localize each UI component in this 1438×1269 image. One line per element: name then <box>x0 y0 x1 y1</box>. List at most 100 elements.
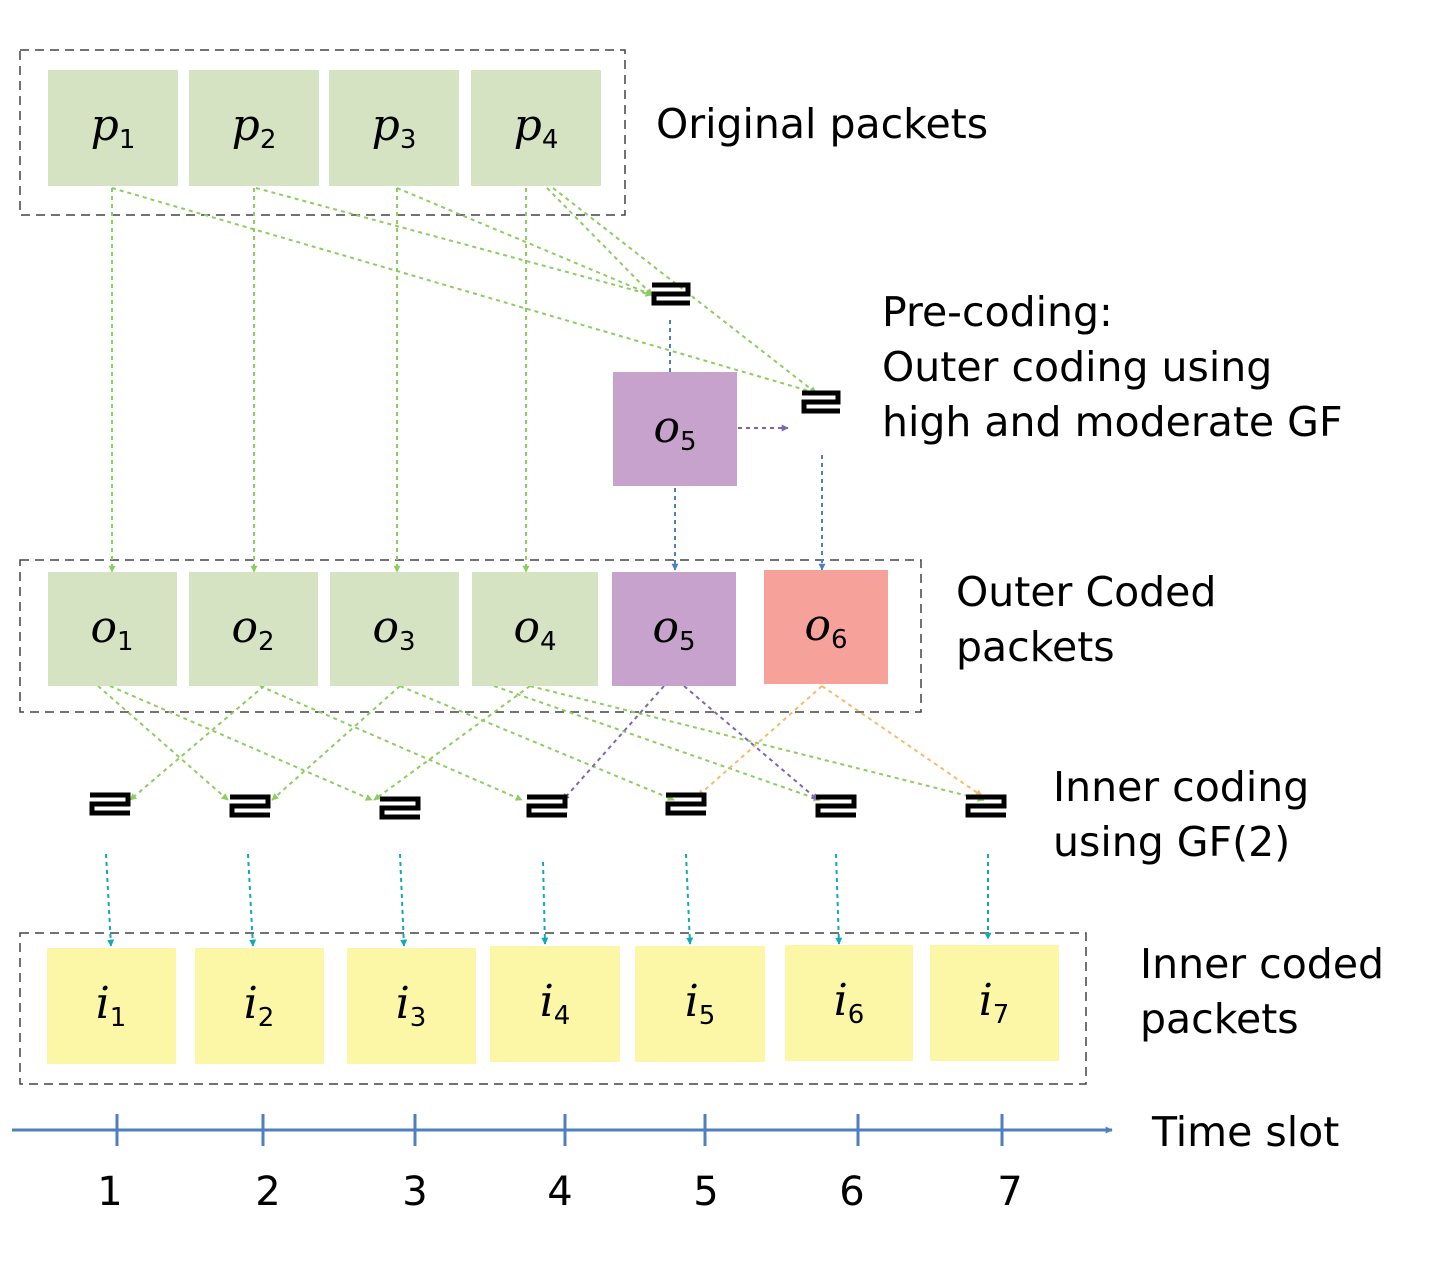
packet-index: 1 <box>117 627 134 657</box>
time-tick-label: 1 <box>97 1169 122 1215</box>
packet-box <box>785 945 913 1061</box>
label-line: Pre-coding: <box>882 288 1113 336</box>
packet-index: 3 <box>400 125 417 155</box>
coding-arrow <box>255 187 653 297</box>
inner-packet-i3: i3 <box>347 948 476 1064</box>
packet-box <box>195 948 324 1064</box>
packet-symbol: o <box>652 602 679 653</box>
coding-arrow <box>399 685 675 801</box>
outer-packets-group <box>19 559 922 713</box>
svg-text:p2: p2 <box>232 100 277 155</box>
packet-box <box>471 70 601 186</box>
xor-symbols <box>89 282 1007 820</box>
time-tick-label: 6 <box>839 1169 864 1215</box>
packet-symbol: i <box>979 975 993 1026</box>
xor-icon <box>815 794 857 818</box>
packet-index: 6 <box>831 625 848 655</box>
svg-text:p3: p3 <box>372 100 417 155</box>
svg-text:o4: o4 <box>513 602 556 657</box>
svg-text:o6: o6 <box>804 600 847 655</box>
inner-packets-label: Inner coded packets <box>1140 940 1397 1043</box>
coding-arrow <box>562 685 665 801</box>
label-line: Outer coding using <box>882 343 1272 391</box>
coding-arrow <box>683 685 819 801</box>
coding-arrow <box>105 853 115 947</box>
svg-text:i3: i3 <box>396 978 427 1033</box>
coding-arrow <box>129 685 265 801</box>
packet-symbol: o <box>372 602 399 653</box>
coding-arrow <box>685 853 694 945</box>
packet-symbol: i <box>96 978 110 1029</box>
svg-text:p4: p4 <box>514 100 559 155</box>
packet-box <box>764 570 888 684</box>
packet-index: 5 <box>699 1001 716 1031</box>
time-slot-label: Time slot <box>1151 1108 1339 1156</box>
xor-icon <box>801 390 841 414</box>
packet-box <box>490 946 620 1062</box>
packet-symbol: p <box>232 100 260 151</box>
coding-arrow <box>541 861 549 945</box>
outer-packets-label: Outer Coded packets <box>956 568 1229 671</box>
packet-symbol: i <box>540 976 554 1027</box>
xor-icon <box>651 282 691 306</box>
packet-symbol: o <box>231 602 258 653</box>
packet-index: 1 <box>119 125 136 155</box>
packet-box <box>613 372 737 486</box>
packet-symbol: i <box>396 978 410 1029</box>
precoded-packet-o5: o5 <box>613 372 737 486</box>
outer-packet-o4: o4 <box>472 572 598 686</box>
coding-arrow <box>271 685 401 801</box>
packet-index: 7 <box>993 1000 1010 1030</box>
label-line: using GF(2) <box>1053 818 1290 866</box>
svg-text:o1: o1 <box>90 602 133 657</box>
packet-index: 3 <box>410 1003 427 1033</box>
inner-packet-i7: i7 <box>930 945 1059 1061</box>
svg-text:i2: i2 <box>244 978 275 1033</box>
packet-box <box>635 946 765 1062</box>
inner-packet-i6: i6 <box>785 945 913 1061</box>
packet-index: 2 <box>260 125 277 155</box>
svg-text:o5: o5 <box>653 402 696 457</box>
label-line: Inner coded <box>1140 940 1384 988</box>
packet-index: 2 <box>258 627 275 657</box>
outer-packet-o2: o2 <box>189 572 318 686</box>
packet-symbol: p <box>372 100 400 151</box>
packet-box <box>329 70 459 186</box>
coding-arrow <box>529 685 985 802</box>
inner-packet-i2: i2 <box>195 948 324 1064</box>
packet-index: 3 <box>399 627 416 657</box>
packet-box <box>930 945 1059 1061</box>
xor-icon <box>526 794 568 818</box>
label-line: packets <box>956 623 1115 671</box>
coding-arrow <box>399 853 408 947</box>
coding-arrow <box>552 187 817 394</box>
svg-text:o3: o3 <box>372 602 415 657</box>
time-tick-label: 5 <box>693 1169 718 1215</box>
svg-text:i6: i6 <box>834 975 865 1030</box>
svg-text:i5: i5 <box>685 976 716 1031</box>
original-packets-group <box>19 49 626 216</box>
svg-text:i4: i4 <box>540 976 571 1031</box>
packet-symbol: i <box>685 976 699 1027</box>
outer-packet-o6: o6 <box>764 570 888 684</box>
original-packet-p4: p4 <box>471 70 601 186</box>
precoding-label: Pre-coding: Outer coding using high and … <box>882 288 1343 446</box>
packet-symbol: o <box>90 602 117 653</box>
packet-symbol: p <box>514 100 542 151</box>
packet-index: 6 <box>848 1000 865 1030</box>
svg-text:o5: o5 <box>652 602 695 657</box>
packet-box <box>330 572 459 686</box>
time-tick-label: 3 <box>402 1169 427 1215</box>
packet-box <box>48 70 178 186</box>
coding-arrow <box>247 853 257 947</box>
coding-arrow <box>111 187 817 395</box>
coding-arrow <box>109 685 373 801</box>
packet-index: 4 <box>554 1001 571 1031</box>
coding-arrow <box>821 685 983 797</box>
arrow-layer <box>97 187 992 947</box>
packet-index: 5 <box>679 627 696 657</box>
packet-box <box>47 948 176 1064</box>
coding-arrow <box>546 187 653 296</box>
